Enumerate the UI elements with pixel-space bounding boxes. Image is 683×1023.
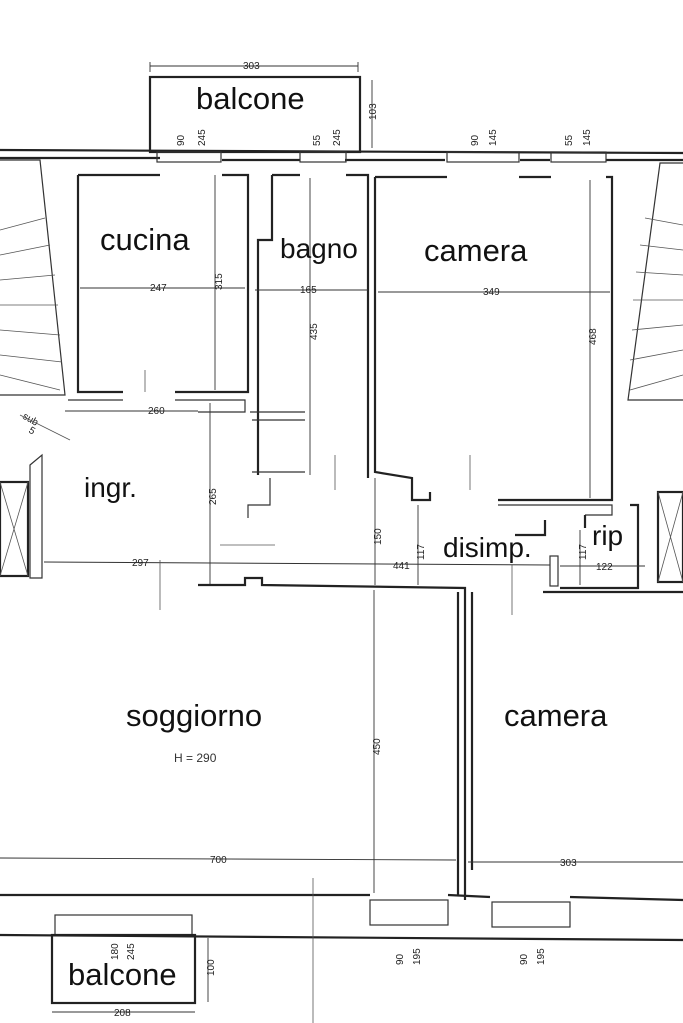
dim-win-camera2-h: 145 xyxy=(582,129,593,146)
balcone-bottom: 180 245 balcone 100 208 xyxy=(50,933,217,1019)
room-label-balcone-top: balcone xyxy=(196,81,305,116)
dim-win-b2-w: 90 xyxy=(519,953,530,965)
dim-cucina-depth: 315 xyxy=(214,273,225,290)
dim-disimp-h2: 117 xyxy=(416,544,427,560)
room-cucina: cucina 247 315 xyxy=(68,173,250,413)
stairs-left: sub 5 xyxy=(0,159,71,441)
dim-camera-bottom-width: 303 xyxy=(560,858,577,869)
room-camera-bottom: camera 303 xyxy=(468,565,683,870)
dim-cucina-width: 247 xyxy=(150,283,167,294)
dim-win-bagno-h: 245 xyxy=(332,129,343,146)
balcone-top: balcone 303 103 xyxy=(148,61,379,154)
dim-disimp-length: 441 xyxy=(393,561,410,572)
stairs-label-num: 5 xyxy=(27,425,38,438)
dim-rip-h: 117 xyxy=(578,544,589,560)
stairs-right xyxy=(627,162,683,401)
dim-balcone-top-depth: 103 xyxy=(368,103,379,120)
dim-balcone-top-width: 303 xyxy=(243,61,260,72)
dim-hall-width: 297 xyxy=(132,558,149,569)
dim-ingr-width: 260 xyxy=(148,406,165,417)
room-disimpegno: disimp. 150 117 441 xyxy=(373,478,547,585)
dim-win-cucina-w: 90 xyxy=(176,134,187,146)
dim-win-sogg-h: 245 xyxy=(126,943,137,960)
dim-bagno-width: 165 xyxy=(300,285,317,296)
dim-ingr-depth: 265 xyxy=(208,488,219,505)
room-label-camera-top: camera xyxy=(424,233,528,268)
height-note: H = 290 xyxy=(174,751,217,765)
dim-balcone-bottom-depth: 100 xyxy=(206,959,217,976)
room-ripostiglio: rip 117 122 xyxy=(549,503,645,590)
room-label-disimp: disimp. xyxy=(443,532,532,563)
dim-disimp-h1: 150 xyxy=(373,528,384,545)
windows-top: 90 245 55 245 90 145 55 145 xyxy=(156,129,607,163)
room-label-rip: rip xyxy=(592,520,623,551)
dim-win-b2-h: 195 xyxy=(536,948,547,965)
dim-soggiorno-width: 700 xyxy=(210,855,227,866)
room-ingresso: ingr. 260 265 297 xyxy=(43,403,551,610)
dim-win-camera-w: 90 xyxy=(470,134,481,146)
dim-win-cucina-h: 245 xyxy=(197,129,208,146)
dim-win-b1-w: 90 xyxy=(395,953,406,965)
room-label-balcone-bottom: balcone xyxy=(68,957,177,992)
dim-camera-depth: 468 xyxy=(588,328,599,345)
dim-win-b1-h: 195 xyxy=(412,948,423,965)
room-bagno: bagno 165 435 xyxy=(247,173,370,518)
room-label-camera-bottom: camera xyxy=(504,698,608,733)
dim-soggiorno-depth: 450 xyxy=(372,738,383,755)
dim-rip-width: 122 xyxy=(596,562,613,573)
room-label-ingr: ingr. xyxy=(84,472,137,503)
room-label-bagno: bagno xyxy=(280,233,358,264)
dim-win-bagno-w: 55 xyxy=(312,134,323,146)
windows-bottom: 90 195 90 195 xyxy=(54,899,571,965)
room-soggiorno: soggiorno H = 290 450 700 xyxy=(0,576,467,1023)
room-camera-top: camera 349 468 xyxy=(373,175,614,516)
dim-win-camera2-w: 55 xyxy=(564,134,575,146)
dim-balcone-bottom-width: 208 xyxy=(114,1008,131,1019)
dim-win-sogg-w: 180 xyxy=(110,943,121,960)
room-label-cucina: cucina xyxy=(100,222,190,257)
dim-win-camera-h: 145 xyxy=(488,129,499,146)
room-label-soggiorno: soggiorno xyxy=(126,698,262,733)
lift-shafts xyxy=(0,453,683,584)
dim-bagno-depth: 435 xyxy=(309,323,320,340)
dim-camera-width: 349 xyxy=(483,287,500,298)
